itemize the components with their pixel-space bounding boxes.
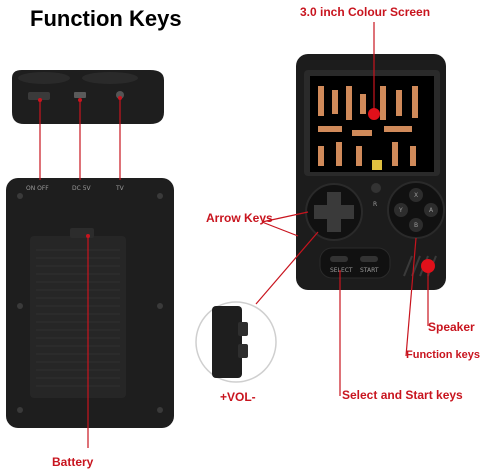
x-label: X (414, 192, 418, 199)
page-title: Function Keys (30, 6, 182, 31)
battery-label: Battery (52, 455, 94, 469)
select-start-label: Select and Start keys (342, 388, 463, 402)
b-button[interactable] (409, 218, 423, 232)
b-label: B (414, 222, 418, 229)
device-back-view: ON OFF DC 5V TV (6, 178, 174, 428)
dc-port (74, 92, 86, 98)
function-keys-label: Function keys (406, 349, 480, 361)
battery-cover (30, 236, 126, 398)
y-button[interactable] (394, 203, 408, 217)
start-button[interactable] (360, 256, 378, 262)
volume-inset (195, 301, 277, 383)
a-button[interactable] (424, 203, 438, 217)
arrow-keys-label: Arrow Keys (206, 211, 273, 225)
start-label: START (360, 267, 379, 274)
y-label: Y (398, 207, 403, 214)
port-label-on-off: ON OFF (26, 185, 49, 192)
speaker-marker (421, 259, 435, 273)
power-switch[interactable] (28, 92, 50, 100)
device-top-view (12, 70, 164, 124)
select-button[interactable] (330, 256, 348, 262)
device-front-view: R X Y A B SELECT START (296, 54, 446, 290)
r-button-label: R (373, 201, 377, 208)
x-button[interactable] (409, 188, 423, 202)
a-label: A (429, 207, 434, 214)
volume-down-button[interactable] (238, 344, 248, 358)
tv-port (116, 91, 124, 99)
dpad[interactable] (314, 192, 354, 232)
select-label: SELECT (330, 267, 353, 274)
screen-marker (368, 108, 380, 120)
callout-lines (39, 22, 429, 448)
speaker-label: Speaker (428, 320, 475, 334)
screen-label: 3.0 inch Colour Screen (300, 5, 431, 19)
port-label-tv: TV (115, 185, 125, 192)
volume-up-button[interactable] (238, 322, 248, 336)
volume-label: +VOL- (220, 390, 256, 404)
port-label-dc: DC 5V (72, 185, 92, 192)
